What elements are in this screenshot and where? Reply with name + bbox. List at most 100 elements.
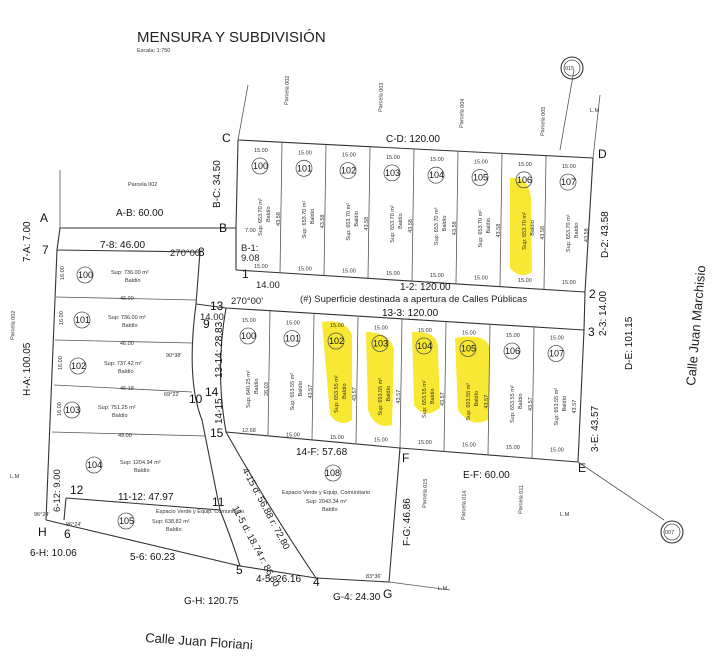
lot-depth: 43.57 <box>484 395 490 409</box>
parcel-label: Parcela 015 <box>422 479 429 509</box>
lot-use: Baldío <box>398 213 404 229</box>
lot-number: 101 <box>75 315 90 325</box>
angle-9624-b: 96°24' <box>66 522 82 528</box>
dim-78: 7-8: 46.00 <box>100 240 145 251</box>
circle-007-label: 007 <box>665 530 674 536</box>
parcel-label: Parcela 002 <box>128 182 157 188</box>
lot-front: 15.00 <box>430 157 444 163</box>
lot-back: 15.00 <box>562 280 576 286</box>
lot-number: 102 <box>71 361 86 371</box>
lot-back: 15.00 <box>374 438 388 444</box>
dim-3e: 3-E: 43.57 <box>590 405 601 452</box>
dim-h6: 6-H: 10.06 <box>30 548 77 559</box>
lot-width: 49.00 <box>118 433 132 439</box>
lot-100-back: 12.68 <box>242 428 256 434</box>
lot-use: Baldío <box>254 378 260 394</box>
point-5: 5 <box>236 563 243 577</box>
lot-number: 103 <box>385 168 400 178</box>
dim-23: 2-3: 14.00 <box>598 291 609 336</box>
lot-width: 46.00 <box>120 296 134 302</box>
lot-width: 46.18 <box>120 386 134 392</box>
lot-use: Baldío <box>574 222 580 238</box>
lot-use: Baldío <box>562 396 568 412</box>
point-1: 1 <box>242 267 249 281</box>
lot-front: 15.00 <box>462 331 476 337</box>
lot-front: 15.00 <box>242 318 256 324</box>
lot-area: Sup: 653.55 m² <box>334 375 340 413</box>
point-12: 12 <box>70 483 84 497</box>
lot-depth: 16.00 <box>57 402 63 416</box>
street-bottom: Calle Juan Floriani <box>145 630 254 652</box>
dim-g4: G-4: 24.30 <box>333 592 381 603</box>
dim-1415: 14-15 <box>214 398 225 424</box>
green-lot-108: 108 Espacio Verde y Equip. Comunitario S… <box>282 464 370 513</box>
west-lot-dividers <box>51 296 207 437</box>
angle-270-a: 270°00' <box>170 248 202 259</box>
lot-number: 106 <box>517 175 532 185</box>
lot-back: 15.00 <box>430 273 444 279</box>
lot-depth: 43.58 <box>320 215 326 229</box>
lot-use: Baldío <box>112 413 128 419</box>
parcel-labels: Parcela 002 Parcela 003 Parcela 004 Parc… <box>10 76 547 521</box>
lot-use: Baldío <box>342 383 348 399</box>
parcel-label: Parcela 005 <box>540 107 547 137</box>
lot-use: Baldío <box>474 391 480 407</box>
dim-12: 1-2: 120.00 <box>400 282 451 293</box>
lot-area: Sup: 736.00 m² <box>108 315 146 321</box>
point-4: 4 <box>313 575 320 589</box>
lot-back: 15.00 <box>474 276 488 282</box>
lot-number: 103 <box>373 339 388 349</box>
lot-depth: 43.57 <box>528 397 534 411</box>
lot-number: 106 <box>505 346 520 356</box>
lot-area: Sup: 1204.94 m² <box>120 460 161 466</box>
point-15: 15 <box>210 426 224 440</box>
lot-number: 105 <box>473 173 488 183</box>
lot-area: Sup: 653.55 m² <box>290 373 296 411</box>
dim-14-west: 14.00 <box>200 312 224 323</box>
point-7: 7 <box>42 243 49 257</box>
reference-circles: 015 007 <box>560 56 684 544</box>
lot-back: 15.00 <box>330 435 344 441</box>
lot-area: Sup: 653.70 m² <box>346 203 352 241</box>
lot-use: Baldío <box>430 388 436 404</box>
lot-depth: 26.03 <box>264 382 270 396</box>
lot-depth: 16.00 <box>60 266 66 280</box>
lot-use: Baldío <box>322 507 338 513</box>
dim-133: 13-3: 120.00 <box>382 308 439 319</box>
lot-area: Sup: 653.70 m² <box>478 210 484 248</box>
point-11: 11 <box>212 495 225 509</box>
lot-use: Baldío <box>266 206 272 222</box>
parcel-label: Parcela 003 <box>378 83 385 113</box>
point-D: D <box>598 147 607 161</box>
lot-back: 15.00 <box>286 433 300 439</box>
lot-front: 15.00 <box>298 150 312 156</box>
lm-left: L.M <box>10 474 20 480</box>
lot-number: 103 <box>65 405 80 415</box>
lot-number: 101 <box>297 163 312 173</box>
lot-depth: 43.57 <box>308 385 314 399</box>
lot-use: Baldío <box>354 211 360 227</box>
lot-area: Sup: 653.55 m² <box>378 378 384 416</box>
dim-14f: 14-F: 57.68 <box>296 447 348 458</box>
dim-fg: F-G: 46.86 <box>402 498 413 546</box>
point-2: 2 <box>589 287 596 301</box>
dim-14-street: 14.00 <box>256 280 280 291</box>
lot-front: 15.00 <box>254 148 268 154</box>
lm-top: L.M <box>590 108 600 114</box>
lot-area: Sup: 2043.34 m² <box>306 499 347 505</box>
dim-ef: E-F: 60.00 <box>463 470 510 481</box>
lot-depth: 43.58 <box>452 221 458 235</box>
point-E: E <box>578 461 586 475</box>
dim-1314: 13-14: 28.83 <box>214 321 225 378</box>
lot-front: 15.00 <box>518 162 532 168</box>
boundary-lines <box>45 69 665 591</box>
lot-area: Sup: 653.70 m² <box>302 201 308 239</box>
lot-number: 108 <box>325 468 340 478</box>
dim-612: 6-12: 9.00 <box>52 469 63 512</box>
parcel-label: Parcela 014 <box>461 491 468 521</box>
lot-number: 105 <box>461 344 476 354</box>
lot-number: 100 <box>78 270 93 280</box>
lot-area: Sup: 737.42 m² <box>104 361 142 367</box>
